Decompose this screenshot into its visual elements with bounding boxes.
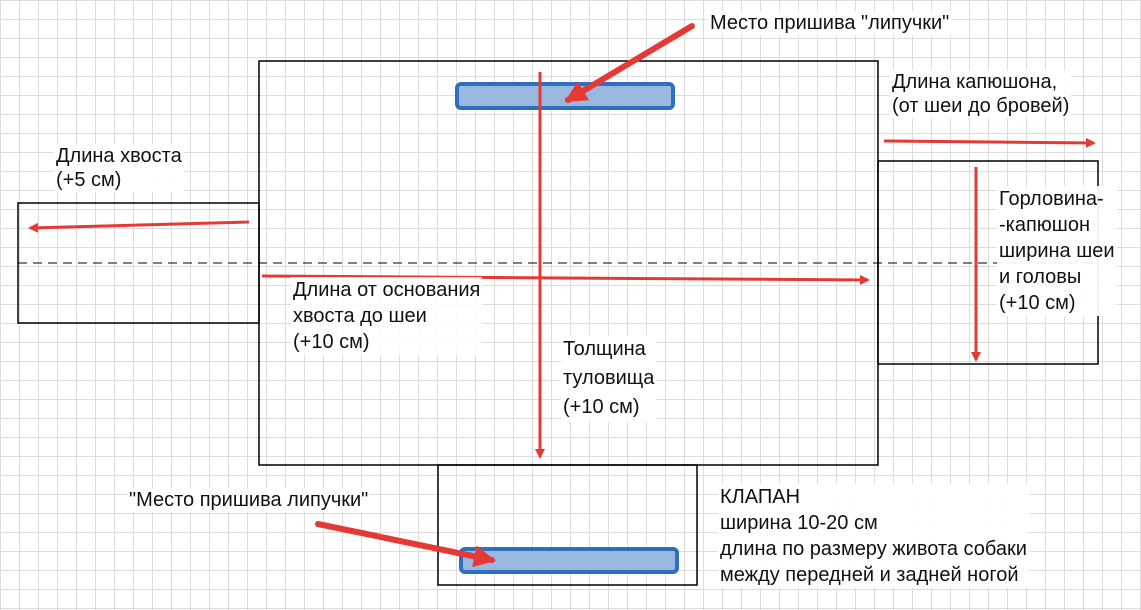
hood-length-label: Длина капюшона, (от шеи до бровей) bbox=[890, 70, 1072, 118]
velcro-top-label: Место пришива "липучки" bbox=[708, 11, 952, 35]
velcro-strip-top bbox=[455, 82, 675, 110]
hood-length-arrow bbox=[883, 137, 1096, 148]
body-length-arrow bbox=[261, 274, 870, 285]
flap-panel bbox=[437, 464, 698, 586]
velcro-strip-bottom bbox=[459, 547, 679, 574]
tail-length-arrow bbox=[28, 220, 250, 233]
flap-label: КЛАПАН ширина 10-20 см длина по размеру … bbox=[718, 484, 1029, 588]
velcro-bottom-pointer-arrow bbox=[315, 521, 496, 568]
tail-length-label: Длина хвоста (+5 см) bbox=[54, 144, 184, 192]
velcro-bottom-label: "Место пришива липучки" bbox=[127, 488, 371, 512]
velcro-top-pointer-arrow bbox=[564, 23, 695, 103]
body-thickness-label: Толщина туловища (+10 см) bbox=[561, 335, 657, 422]
body-length-label: Длина от основания хвоста до шеи (+10 см… bbox=[291, 277, 483, 355]
neck-hood-label: Горловина- -капюшон ширина шеи и головы … bbox=[997, 186, 1117, 316]
